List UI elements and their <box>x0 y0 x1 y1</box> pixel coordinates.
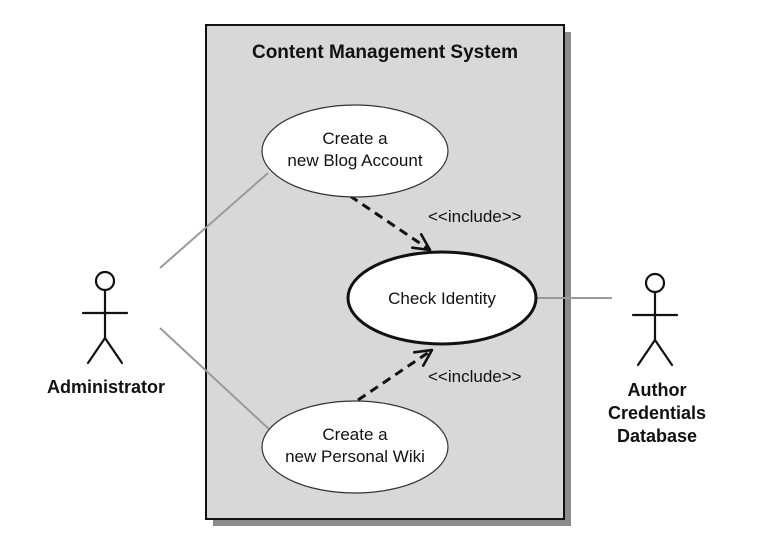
use-case-create-blog-account[interactable]: Create a new Blog Account <box>261 104 449 198</box>
actor-administrator[interactable]: Administrator <box>47 270 165 397</box>
system-title: Content Management System <box>252 42 518 63</box>
use-case-ellipse <box>346 250 538 346</box>
use-case-create-personal-wiki[interactable]: Create a new Personal Wiki <box>261 400 449 494</box>
actor-author-credentials-database[interactable]: Author Credentials Database <box>608 272 706 446</box>
include-arrow-blog <box>349 194 432 252</box>
use-case-label-line-2: new Personal Wiki <box>285 447 425 466</box>
use-case-label-line-2: new Blog Account <box>287 151 422 170</box>
use-case-ellipse <box>261 400 449 494</box>
association-administrator-wiki <box>159 327 271 431</box>
actor-label: Administrator <box>47 377 165 397</box>
use-case-check-identity[interactable]: Check Identity <box>346 250 538 346</box>
stick-figure-icon <box>631 272 679 367</box>
include-label-blog: <<include>> <box>428 207 522 226</box>
include-label-wiki: <<include>> <box>428 367 522 386</box>
association-administrator-blog <box>159 172 269 269</box>
use-case-ellipse <box>261 104 449 198</box>
stick-figure-icon <box>81 270 129 365</box>
use-case-label: Check Identity <box>388 289 496 308</box>
use-case-label-line-1: Create a <box>322 425 388 444</box>
actor-label-line-2: Credentials <box>608 403 706 423</box>
use-case-label-line-1: Create a <box>322 129 388 148</box>
actor-label-line-3: Database <box>617 426 697 446</box>
actor-label-line-1: Author <box>628 380 687 400</box>
